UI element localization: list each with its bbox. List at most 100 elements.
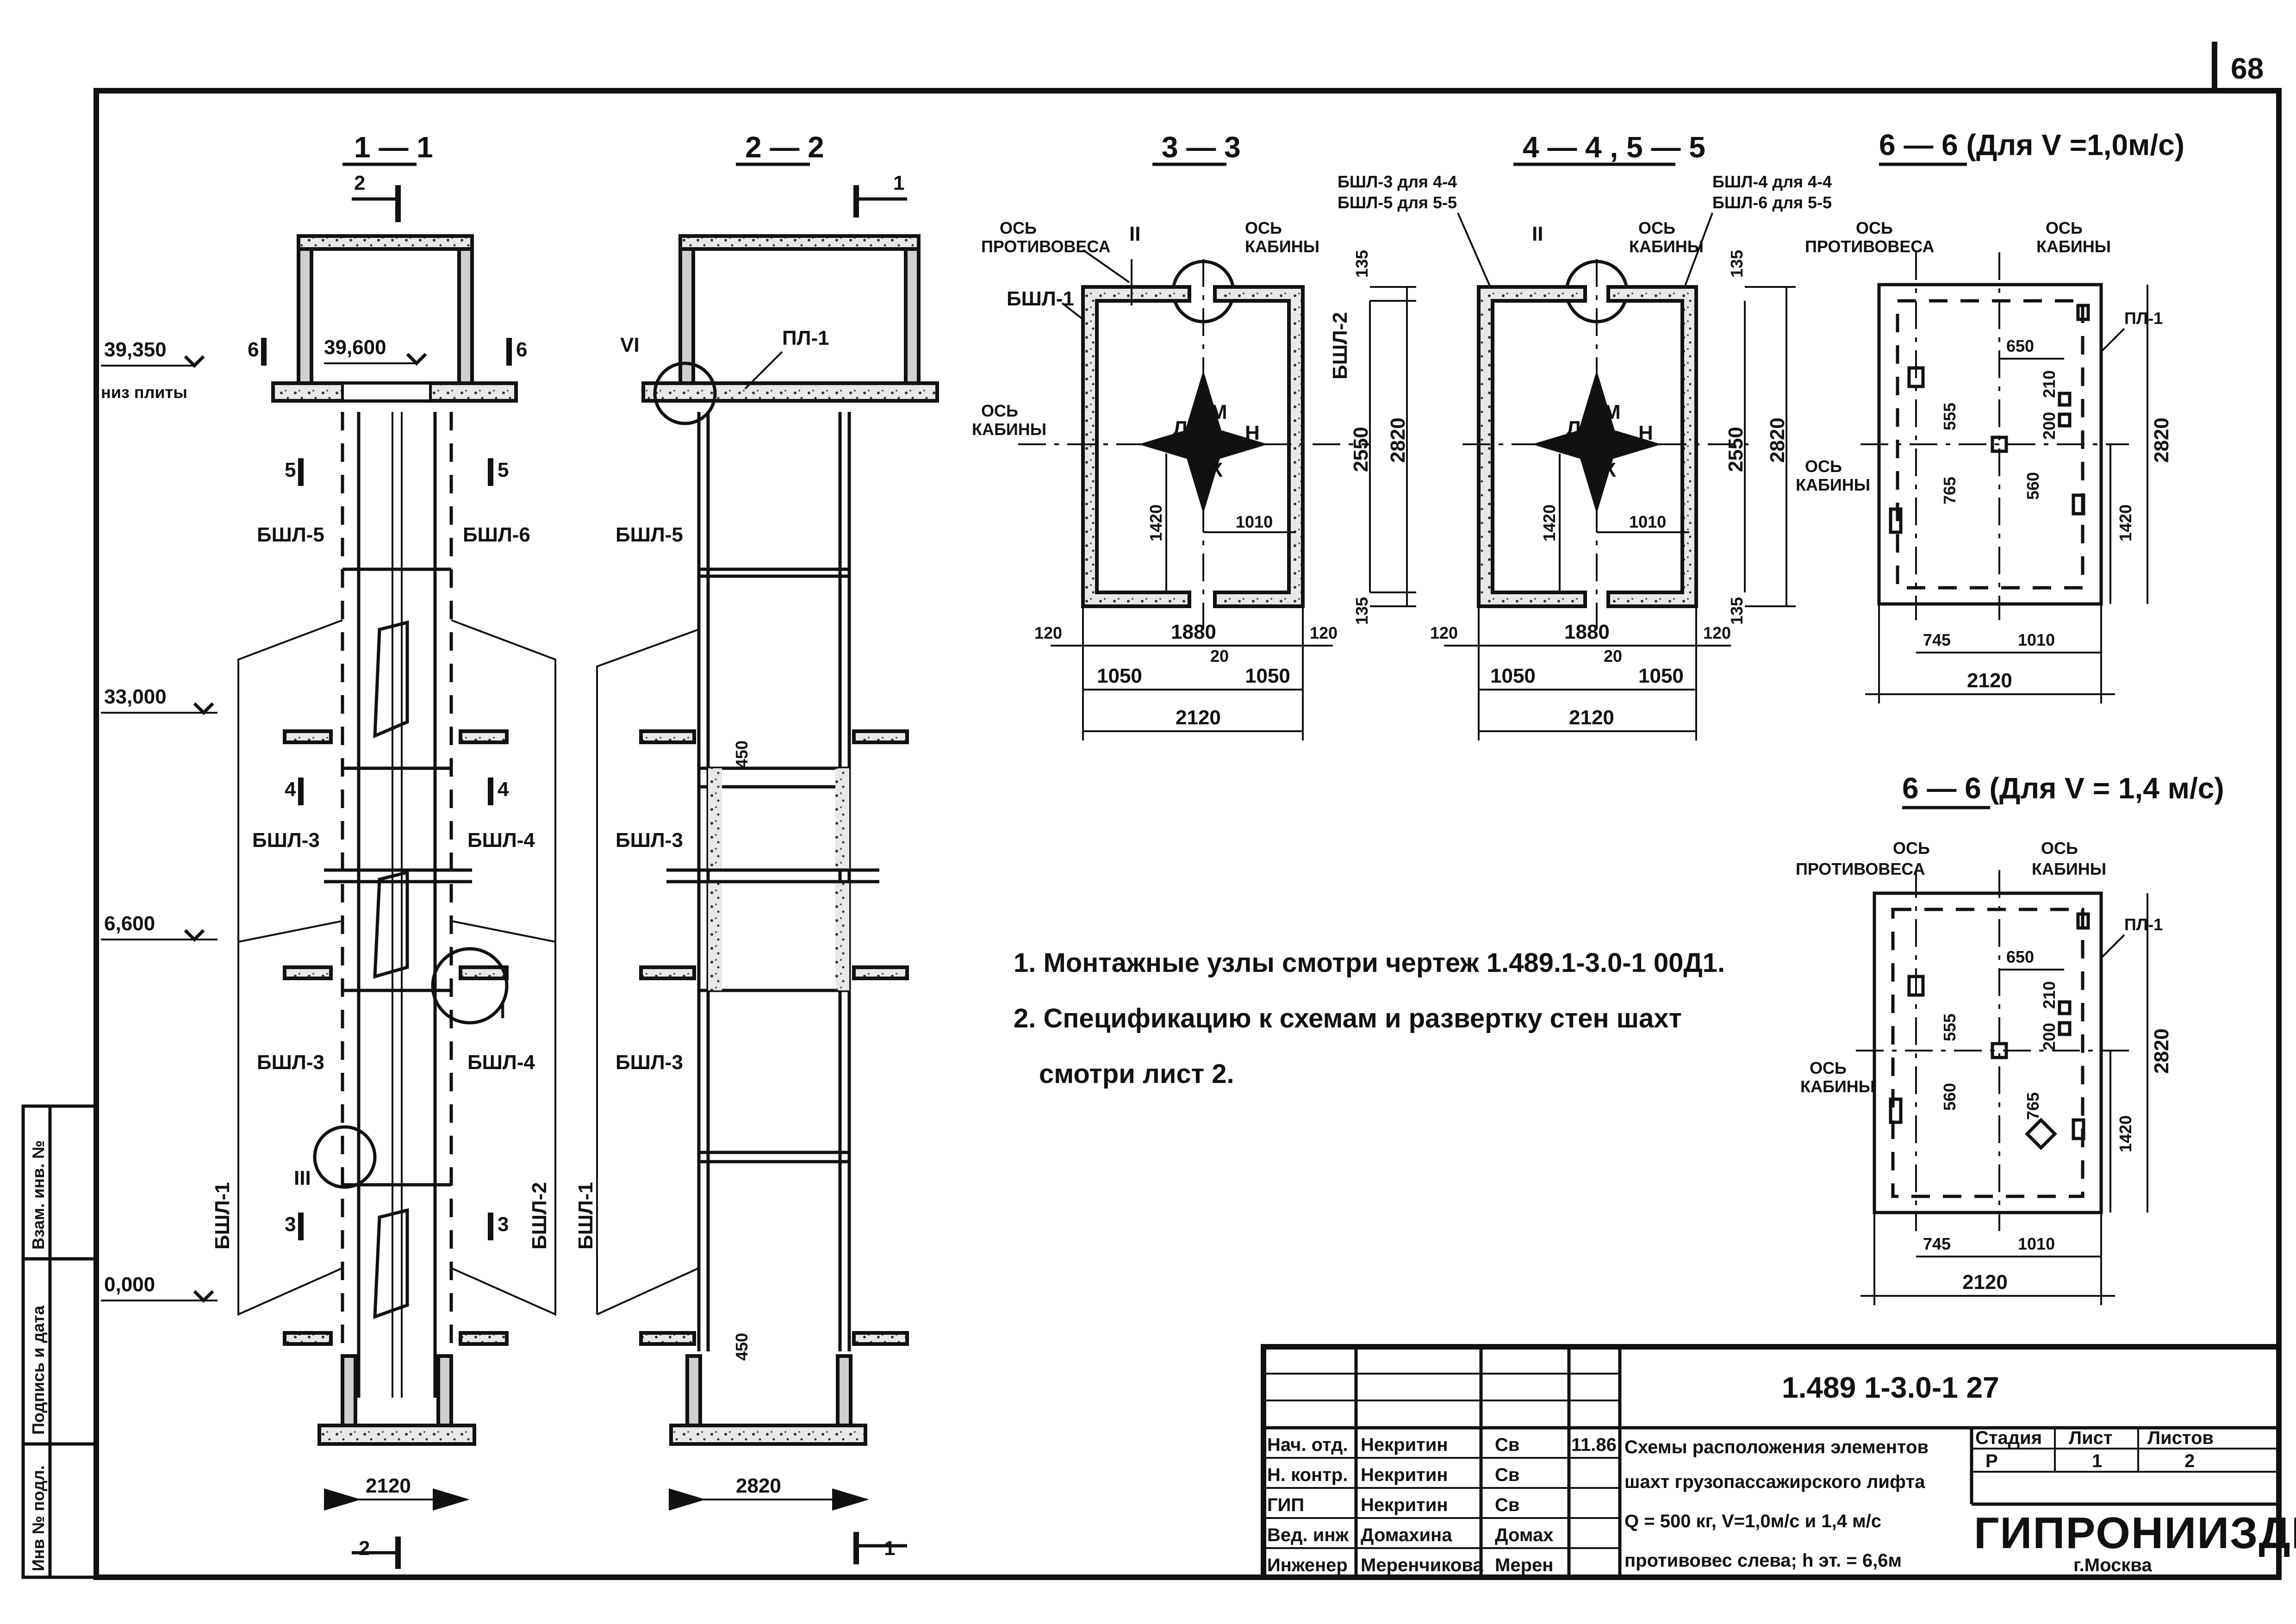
- level-bottom-slab: низ плиты: [101, 383, 187, 402]
- dim-20-s33: 20: [1210, 647, 1229, 666]
- section-6-6b-title: 6 — 6 (Для V = 1,4 м/с): [1902, 772, 2224, 805]
- level-6600: 6,600: [104, 912, 155, 935]
- panel-bsh2-label: БШЛ-2: [528, 1182, 551, 1250]
- axis-cab-label-1: ОСЬ: [1245, 218, 1282, 237]
- tb-role-4: Вед. инж: [1267, 1525, 1349, 1545]
- tb-date-1: 11.86: [1571, 1435, 1617, 1455]
- axis-cab-66b-2: КАБИНЫ: [2032, 859, 2106, 878]
- section-3-3: 3 — 3 ОСЬ ПРОТИВОВЕСА II ОСЬ КАБИНЫ БШЛ-…: [972, 131, 1416, 740]
- tb-organization: ГИПРОНИИЗДРАВ: [1974, 1508, 2296, 1558]
- panel-pl1-label-s22: ПЛ-1: [782, 327, 829, 349]
- axis-cw-66b-2: ПРОТИВОВЕСА: [1796, 859, 1925, 878]
- page-number: 68: [2231, 52, 2264, 85]
- panel-bsh3-label-s22-2: БШЛ-3: [616, 1051, 683, 1074]
- dim-120-left-s33: 120: [1034, 623, 1062, 642]
- dim-2550-s33: 2550: [1350, 427, 1372, 472]
- node-II-label-s33: II: [1129, 223, 1140, 245]
- axis-cw-label-1: ОСЬ: [1000, 218, 1037, 237]
- dim-1050-left-s44: 1050: [1490, 665, 1536, 687]
- dim-1050-left-s33: 1050: [1097, 665, 1142, 687]
- tb-sign-4: Домах: [1495, 1525, 1553, 1545]
- dim-2120-66a: 2120: [1967, 669, 2012, 692]
- dim-650-66b: 650: [2006, 947, 2034, 966]
- dim-1010-66b: 1010: [2018, 1234, 2055, 1253]
- axis-cab-66a-1: ОСЬ: [2046, 218, 2083, 237]
- dim-765-66b: 765: [2023, 1092, 2042, 1120]
- tb-sheet-value: 1: [2092, 1451, 2102, 1471]
- tb-role-3: ГИП: [1267, 1495, 1304, 1515]
- tb-role-1: Нач. отд.: [1267, 1435, 1348, 1455]
- dir-L-s44: Л: [1567, 417, 1581, 440]
- dim-1880-s44: 1880: [1564, 621, 1610, 643]
- panel-bsh5-55-label: БШЛ-5 для 5-5: [1338, 193, 1457, 212]
- tb-sheets-value: 2: [2184, 1451, 2195, 1471]
- dim-135-bot-s33: 135: [1352, 597, 1371, 625]
- dim-200-66a: 200: [2040, 412, 2059, 440]
- stamp-original-inv: Инв № подл.: [29, 1465, 48, 1571]
- cut-mark-4-left: 4: [285, 778, 296, 801]
- dim-450-top: 450: [732, 740, 751, 768]
- panel-bsh6-label: БШЛ-6: [463, 523, 530, 546]
- axis-cab-66b-side-2: КАБИНЫ: [1800, 1077, 1875, 1096]
- tb-sign-3: Св: [1495, 1495, 1519, 1515]
- dim-2120-66b: 2120: [1962, 1271, 2008, 1294]
- axis-cw-66a-2: ПРОТИВОВЕСА: [1805, 237, 1935, 256]
- axis-cab-66a-side-2: КАБИНЫ: [1796, 475, 1870, 494]
- note-2-line-1: 2. Спецификацию к схемам и развертку сте…: [1014, 1003, 1682, 1033]
- dim-210-66b: 210: [2040, 981, 2059, 1009]
- node-II-label-s44: II: [1532, 223, 1543, 245]
- axis-cab-s33-1: ОСЬ: [981, 401, 1018, 420]
- notes: 1. Монтажные узлы смотри чертеж 1.489.1-…: [1014, 948, 1725, 1089]
- axis-cw-66a-1: ОСЬ: [1856, 218, 1893, 237]
- axis-cw-label-2: ПРОТИВОВЕСА: [981, 237, 1111, 256]
- dim-1050-right-s33: 1050: [1245, 665, 1290, 687]
- dim-1420-s33: 1420: [1146, 504, 1165, 541]
- cut-mark-3-right: 3: [498, 1213, 509, 1236]
- dim-135-top-s44: 135: [1727, 250, 1746, 278]
- tb-name-3: Некритин: [1361, 1495, 1448, 1515]
- section-4-4-title: 4 — 4 , 5 — 5: [1523, 131, 1705, 164]
- panel-bsh1-label: БШЛ-1: [211, 1182, 234, 1250]
- dim-135-bot-s44: 135: [1727, 597, 1746, 625]
- axis-cab-66b-1: ОСЬ: [2041, 839, 2078, 858]
- cut-mark-2-bottom: 2: [359, 1537, 370, 1560]
- sheet-frame: 68: [93, 42, 2282, 1580]
- panel-pl1-66a: ПЛ-1: [2124, 309, 2163, 328]
- stamp-replace-inv: Взам. инв. №: [29, 1140, 48, 1250]
- cut-mark-3-left: 3: [285, 1213, 296, 1236]
- level-0000: 0,000: [104, 1273, 155, 1296]
- dim-2820-s22: 2820: [736, 1475, 781, 1497]
- dim-745-66b: 745: [1923, 1234, 1951, 1253]
- cut-mark-5-left: 5: [285, 459, 296, 481]
- dim-1010-66a: 1010: [2018, 630, 2055, 649]
- section-1-1-title: 1 — 1: [354, 131, 433, 164]
- dim-210-66a: 210: [2040, 370, 2059, 398]
- dim-2820-s44: 2820: [1766, 417, 1789, 463]
- dim-560-66b: 560: [1940, 1083, 1959, 1111]
- section-2-2: 2 — 2 1 VI ПЛ-1 450 450: [574, 131, 939, 1564]
- dim-450-bottom: 450: [732, 1333, 751, 1361]
- dim-2820-66b: 2820: [2150, 1028, 2173, 1074]
- dim-1420-66b: 1420: [2116, 1115, 2135, 1152]
- level-33000: 33,000: [104, 685, 167, 708]
- cut-mark-1-bottom: 1: [884, 1537, 895, 1560]
- dir-N-s33: Н: [1245, 422, 1260, 444]
- tb-name-2: Некритин: [1361, 1465, 1448, 1485]
- tb-sheets-header: Листов: [2147, 1428, 2214, 1448]
- panel-pl1-66b: ПЛ-1: [2124, 915, 2163, 934]
- axis-cab-s44-2: КАБИНЫ: [1629, 237, 1704, 256]
- level-39350: 39,350: [104, 338, 167, 361]
- dim-2120-s33: 2120: [1176, 706, 1221, 729]
- section-6-6-v10: 6 — 6 (Для V =1,0м/с) ОСЬ ПРОТИВОВЕСА ОС…: [1796, 128, 2184, 703]
- tb-desc-3: Q = 500 кг, V=1,0м/с и 1,4 м/с: [1624, 1511, 1881, 1531]
- title-drawing-code: 1.489 1-3.0-1 27: [1782, 1371, 1999, 1404]
- panel-bsh4-label-2: БШЛ-4: [467, 1051, 535, 1074]
- cut-mark-6-right: 6: [516, 338, 527, 361]
- panel-bsh4-label: БШЛ-4: [467, 829, 535, 852]
- dim-1880-s33: 1880: [1171, 621, 1216, 643]
- panel-bsh1-label-s33: БШЛ-1: [1007, 287, 1074, 310]
- section-6-6a-title: 6 — 6 (Для V =1,0м/с): [1879, 128, 2184, 162]
- tb-sign-1: Св: [1495, 1435, 1519, 1455]
- dir-N-s44: Н: [1638, 422, 1653, 444]
